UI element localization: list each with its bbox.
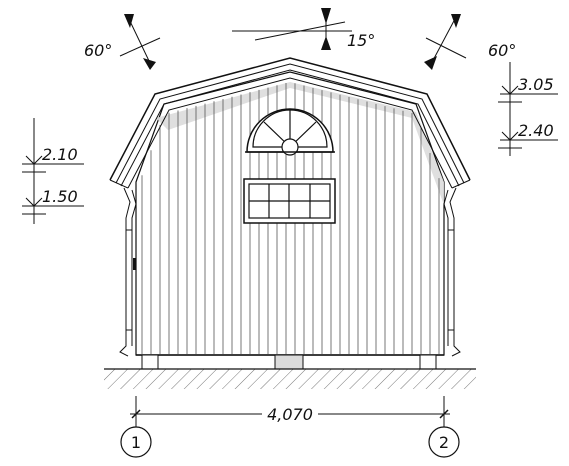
axis-1-label: 1 bbox=[131, 433, 141, 452]
level-2-10-label: 2.10 bbox=[42, 145, 78, 164]
axis-2-label: 2 bbox=[439, 433, 449, 452]
right-angle-label: 60° bbox=[488, 41, 516, 60]
left-downspout bbox=[119, 187, 137, 357]
left-level-markers: 2.10 1.50 bbox=[22, 118, 84, 224]
right-level-markers: 3.05 2.40 bbox=[498, 62, 558, 156]
axis-marker-1: 1 bbox=[120, 426, 152, 458]
level-3-05-label: 3.05 bbox=[518, 75, 554, 94]
center-angle-label: 15° bbox=[347, 31, 375, 50]
grid-window bbox=[243, 178, 336, 224]
axis-marker-2: 2 bbox=[428, 426, 460, 458]
center-roof-angle-marker: 15° bbox=[232, 8, 375, 50]
level-2-40-label: 2.40 bbox=[518, 121, 554, 140]
width-dimension: 4,070 bbox=[130, 396, 450, 428]
right-roof-angle-marker: 60° bbox=[424, 14, 516, 70]
ground-hatch bbox=[104, 368, 476, 389]
left-roof-angle-marker: 60° bbox=[84, 14, 161, 70]
level-1-50-label: 1.50 bbox=[42, 187, 78, 206]
left-angle-label: 60° bbox=[84, 41, 112, 60]
width-dimension-label: 4,070 bbox=[267, 405, 313, 424]
roof bbox=[109, 57, 471, 189]
right-downspout bbox=[443, 187, 461, 357]
arched-window bbox=[245, 108, 335, 156]
foundation bbox=[136, 354, 444, 370]
